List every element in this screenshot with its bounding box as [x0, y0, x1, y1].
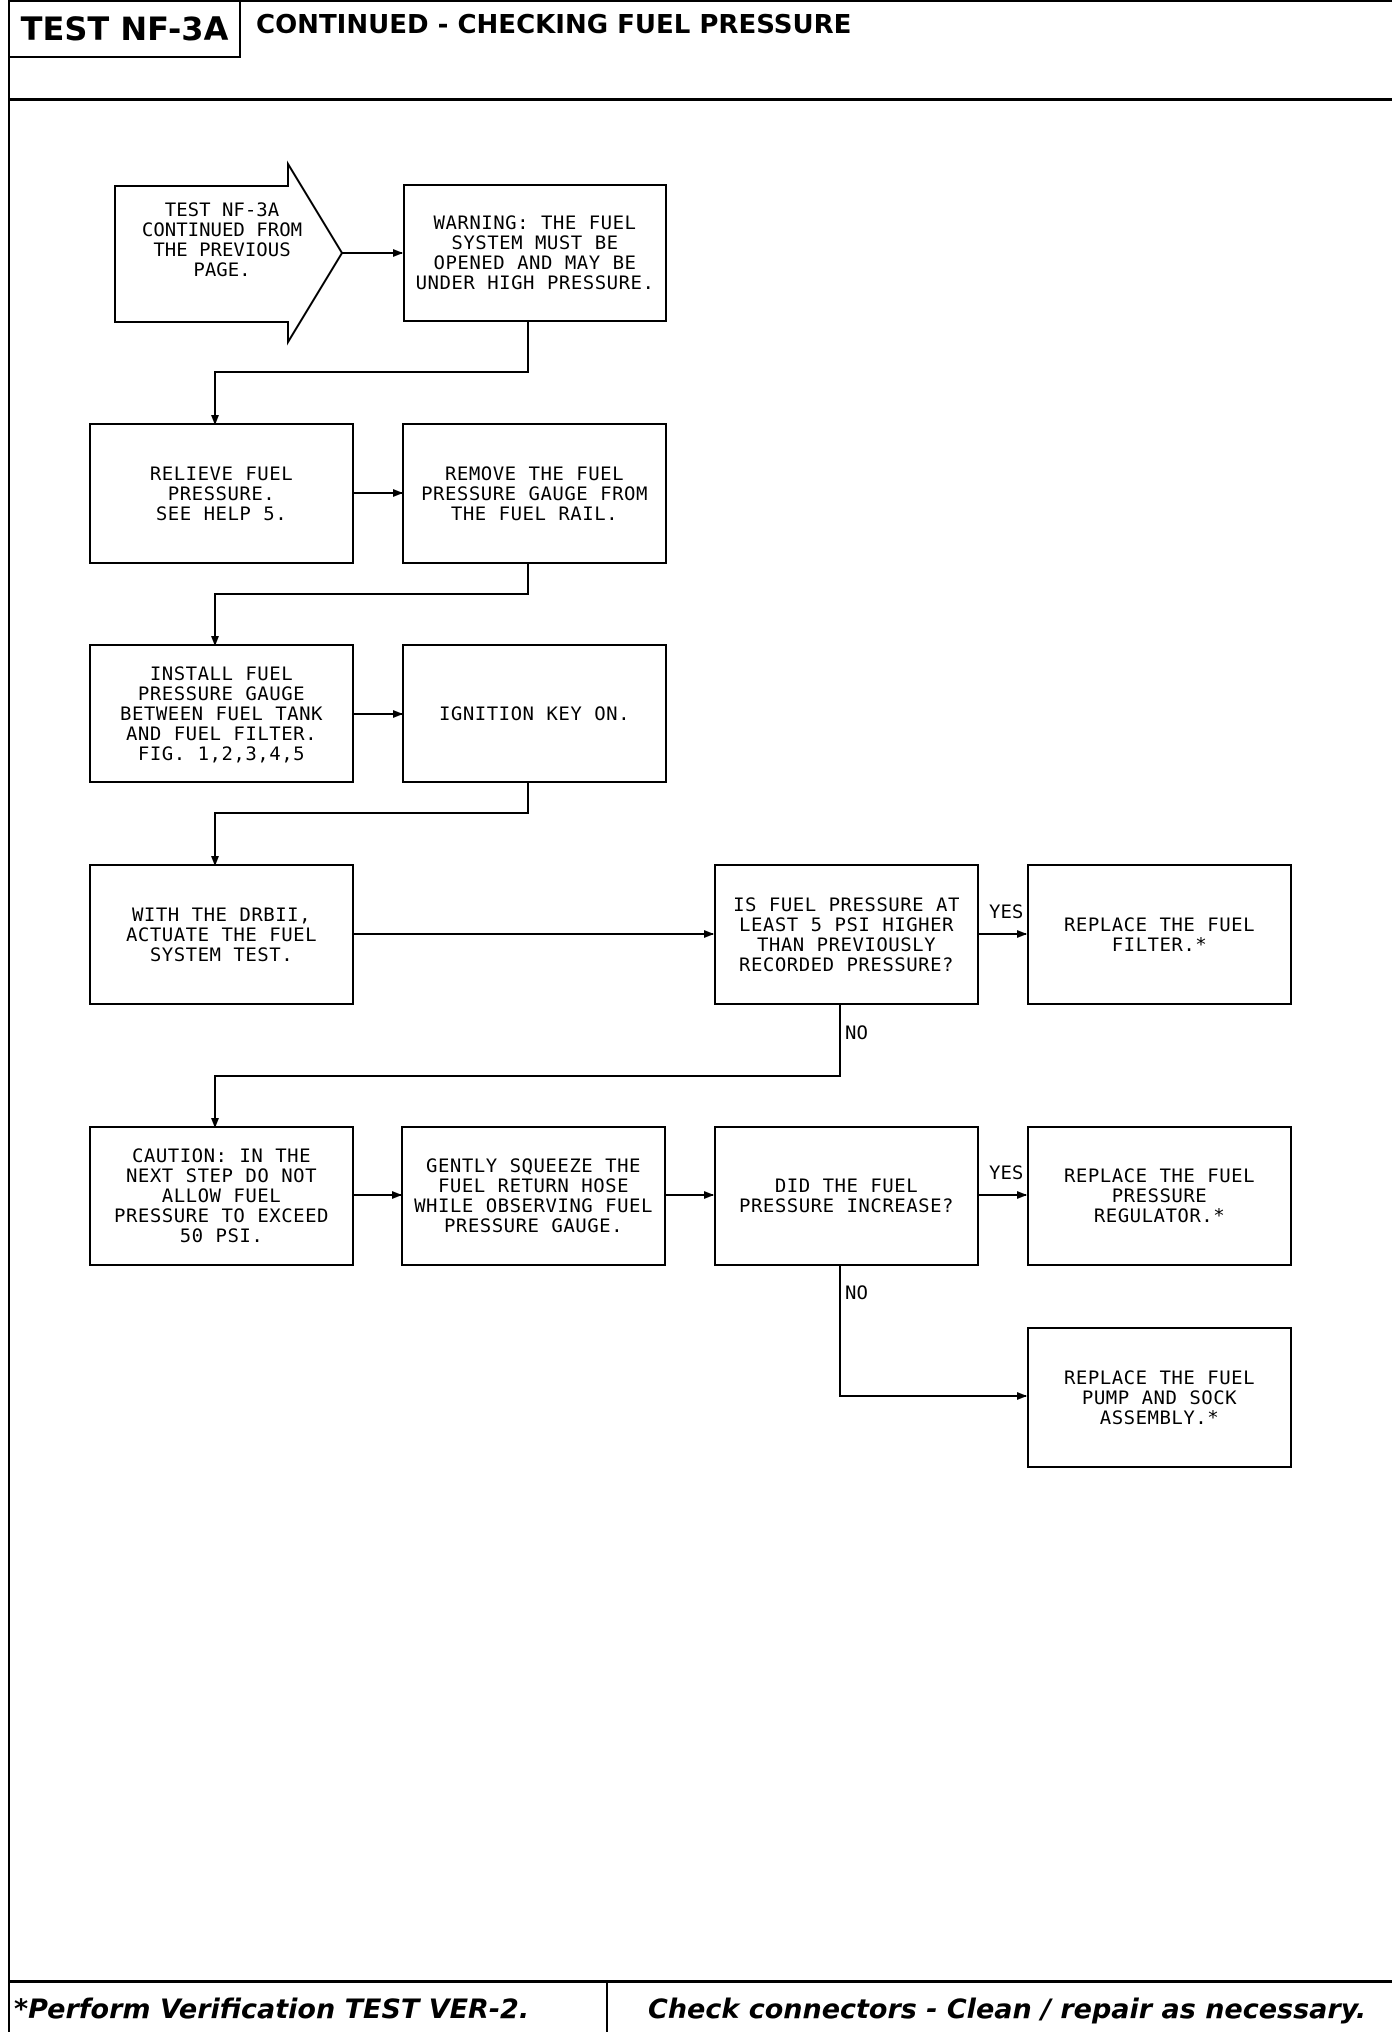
frame-left-border: [8, 58, 10, 2032]
replace-pump-box: REPLACE THE FUEL PUMP AND SOCK ASSEMBLY.…: [1027, 1327, 1292, 1468]
replace-filter-box: REPLACE THE FUEL FILTER.*: [1027, 864, 1292, 1005]
yes-label-decision2: YES: [989, 1162, 1024, 1184]
header-bottom-border: [8, 98, 1392, 101]
connector-remove-install: [211, 564, 529, 646]
warning-box: WARNING: THE FUEL SYSTEM MUST BE OPENED …: [403, 184, 667, 322]
footer-verification-note: *Perform Verification TEST VER-2.: [14, 1994, 530, 2025]
decision-pressure-increase-box: DID THE FUEL PRESSURE INCREASE?: [714, 1126, 979, 1266]
test-id-label: TEST NF-3A: [8, 0, 241, 58]
connector-decision2-pump: [839, 1266, 1027, 1400]
remove-gauge-box: REMOVE THE FUEL PRESSURE GAUGE FROM THE …: [402, 423, 667, 564]
header-top-border: [241, 0, 1392, 2]
no-label-decision2: NO: [845, 1282, 868, 1304]
connector-decision1-caution: [211, 1005, 841, 1128]
start-step-text: TEST NF-3A CONTINUED FROM THE PREVIOUS P…: [141, 199, 303, 281]
caution-box: CAUTION: IN THE NEXT STEP DO NOT ALLOW F…: [89, 1126, 354, 1266]
connector-ignition-actuate: [211, 783, 529, 866]
decision-pressure-higher-box: IS FUEL PRESSURE AT LEAST 5 PSI HIGHER T…: [714, 864, 979, 1005]
footer-top-border: [8, 1980, 1392, 1983]
install-gauge-box: INSTALL FUEL PRESSURE GAUGE BETWEEN FUEL…: [89, 644, 354, 783]
ignition-key-box: IGNITION KEY ON.: [402, 644, 667, 783]
footer-connector-note: Check connectors - Clean / repair as nec…: [648, 1994, 1367, 2025]
yes-label-decision1: YES: [989, 901, 1024, 923]
footer-divider: [606, 1980, 608, 2032]
page-title: CONTINUED - CHECKING FUEL PRESSURE: [256, 10, 852, 40]
start-arrow-shape: [114, 160, 344, 346]
relieve-pressure-box: RELIEVE FUEL PRESSURE. SEE HELP 5.: [89, 423, 354, 564]
replace-regulator-box: REPLACE THE FUEL PRESSURE REGULATOR.*: [1027, 1126, 1292, 1266]
connector-warning-relieve: [211, 322, 529, 425]
squeeze-hose-box: GENTLY SQUEEZE THE FUEL RETURN HOSE WHIL…: [401, 1126, 666, 1266]
no-label-decision1: NO: [845, 1022, 868, 1044]
actuate-test-box: WITH THE DRBII, ACTUATE THE FUEL SYSTEM …: [89, 864, 354, 1005]
